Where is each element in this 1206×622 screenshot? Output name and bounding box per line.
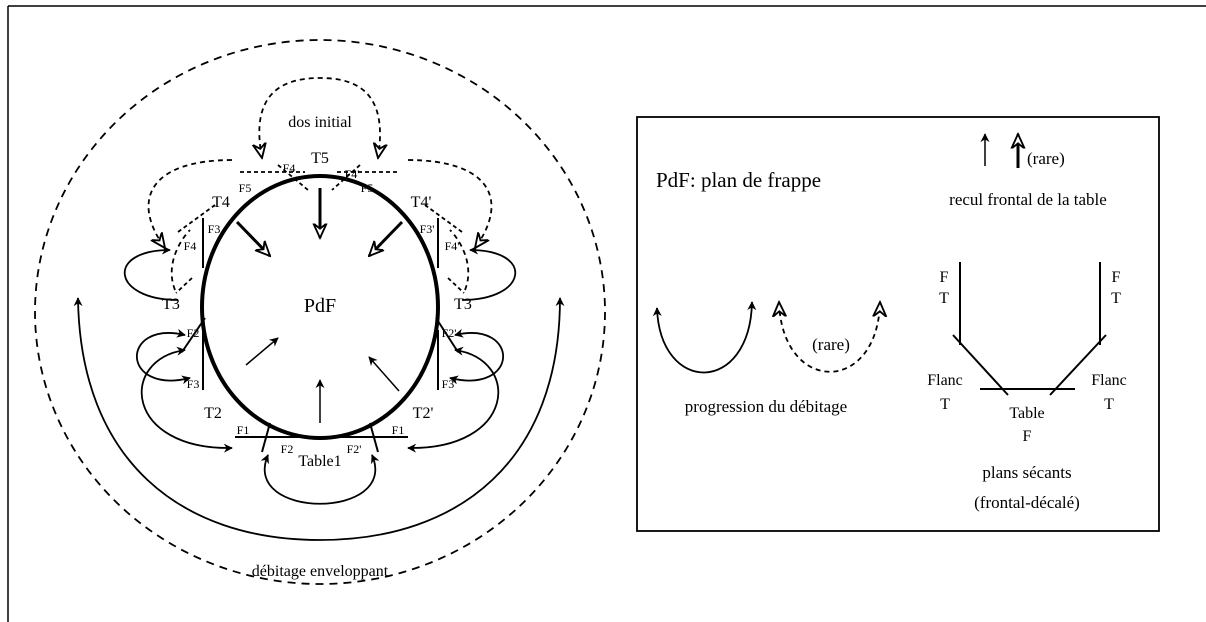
flank-f4p-top: F4' — [345, 167, 360, 181]
secant-flanc-left-t: T — [940, 396, 950, 413]
flank-f4-left-top: F4 — [283, 161, 296, 175]
table-label-t3-right: T3 — [454, 296, 472, 313]
inward-arrows — [235, 188, 404, 423]
secant-flanc-right: Flanc — [1091, 372, 1127, 389]
progression-rare-label: (rare) — [812, 335, 850, 354]
table-label-t3-left: T3 — [162, 296, 180, 313]
dashed-progression-arrows — [147, 77, 493, 291]
flank-f3p-top: F3' — [420, 222, 435, 236]
core-diagram: PdF dos initial Table1 débitage envelopp… — [34, 39, 606, 585]
legend-frame — [636, 116, 1160, 532]
secant-t-left: T — [939, 290, 949, 307]
secant-flanc-left: Flanc — [927, 372, 963, 389]
pdf-center-label: PdF — [304, 295, 336, 317]
progression-label: progression du débitage — [685, 397, 847, 416]
table-label-t2p: T2' — [413, 405, 434, 422]
flank-f2-left: F2 — [187, 326, 200, 340]
pdf-definition: PdF: plan de frappe — [656, 168, 821, 192]
flank-f3-left-top: F3 — [208, 222, 221, 236]
outer-dashed-circle — [34, 39, 606, 585]
flank-f1-right: F1 — [392, 423, 405, 437]
flank-f5-right: F5 — [361, 181, 374, 195]
flank-f4-left: F4 — [184, 239, 197, 253]
flank-f4p-right: F4' — [445, 239, 460, 253]
flank-f2-bottom: F2 — [281, 442, 294, 456]
flank-f2p-right: F2' — [442, 326, 457, 340]
table-label-t5: T5 — [311, 150, 329, 167]
secant-f-right: F — [1112, 269, 1121, 286]
secant-caption-2: (frontal-décalé) — [974, 493, 1080, 512]
secant-table: Table — [1009, 405, 1044, 422]
table-label-t4p: T4' — [411, 194, 432, 211]
secant-f-left: F — [940, 269, 949, 286]
secant-planes-figure — [952, 262, 1107, 396]
flank-labels: F5 F4 F4' F5 F3 F4 F3' F4' F2 F3 F2' F3'… — [184, 161, 460, 456]
flank-f5-left: F5 — [239, 181, 252, 195]
table-segments — [181, 218, 459, 453]
secant-t-right: T — [1111, 290, 1121, 307]
dos-initial-label: dos initial — [288, 114, 352, 131]
progression-dashed-arrow — [779, 302, 880, 373]
progression-solid-arrow — [652, 301, 757, 374]
table1-label: Table1 — [298, 453, 341, 470]
table-label-t4: T4 — [212, 194, 230, 211]
striking-platform-ellipse — [200, 174, 440, 440]
recul-rare-label: (rare) — [1027, 149, 1065, 168]
secant-table-f: F — [1023, 428, 1032, 445]
table-label-t2: T2 — [204, 405, 222, 422]
flank-f1-left: F1 — [237, 423, 250, 437]
recul-frontal-label: recul frontal de la table — [949, 190, 1107, 209]
secant-caption-1: plans sécants — [982, 463, 1071, 482]
flank-f2p-bottom: F2' — [347, 442, 362, 456]
secant-flanc-right-t: T — [1104, 396, 1114, 413]
flank-f3-left-bottom: F3 — [187, 377, 200, 391]
flank-f3p-bottom: F3' — [442, 377, 457, 391]
legend-box: PdF: plan de frappe (rare) recul frontal… — [636, 116, 1160, 532]
debitage-enveloppant-label: débitage enveloppant — [252, 563, 389, 580]
dashed-tables — [175, 164, 465, 294]
solid-progression-arrows — [73, 245, 565, 541]
